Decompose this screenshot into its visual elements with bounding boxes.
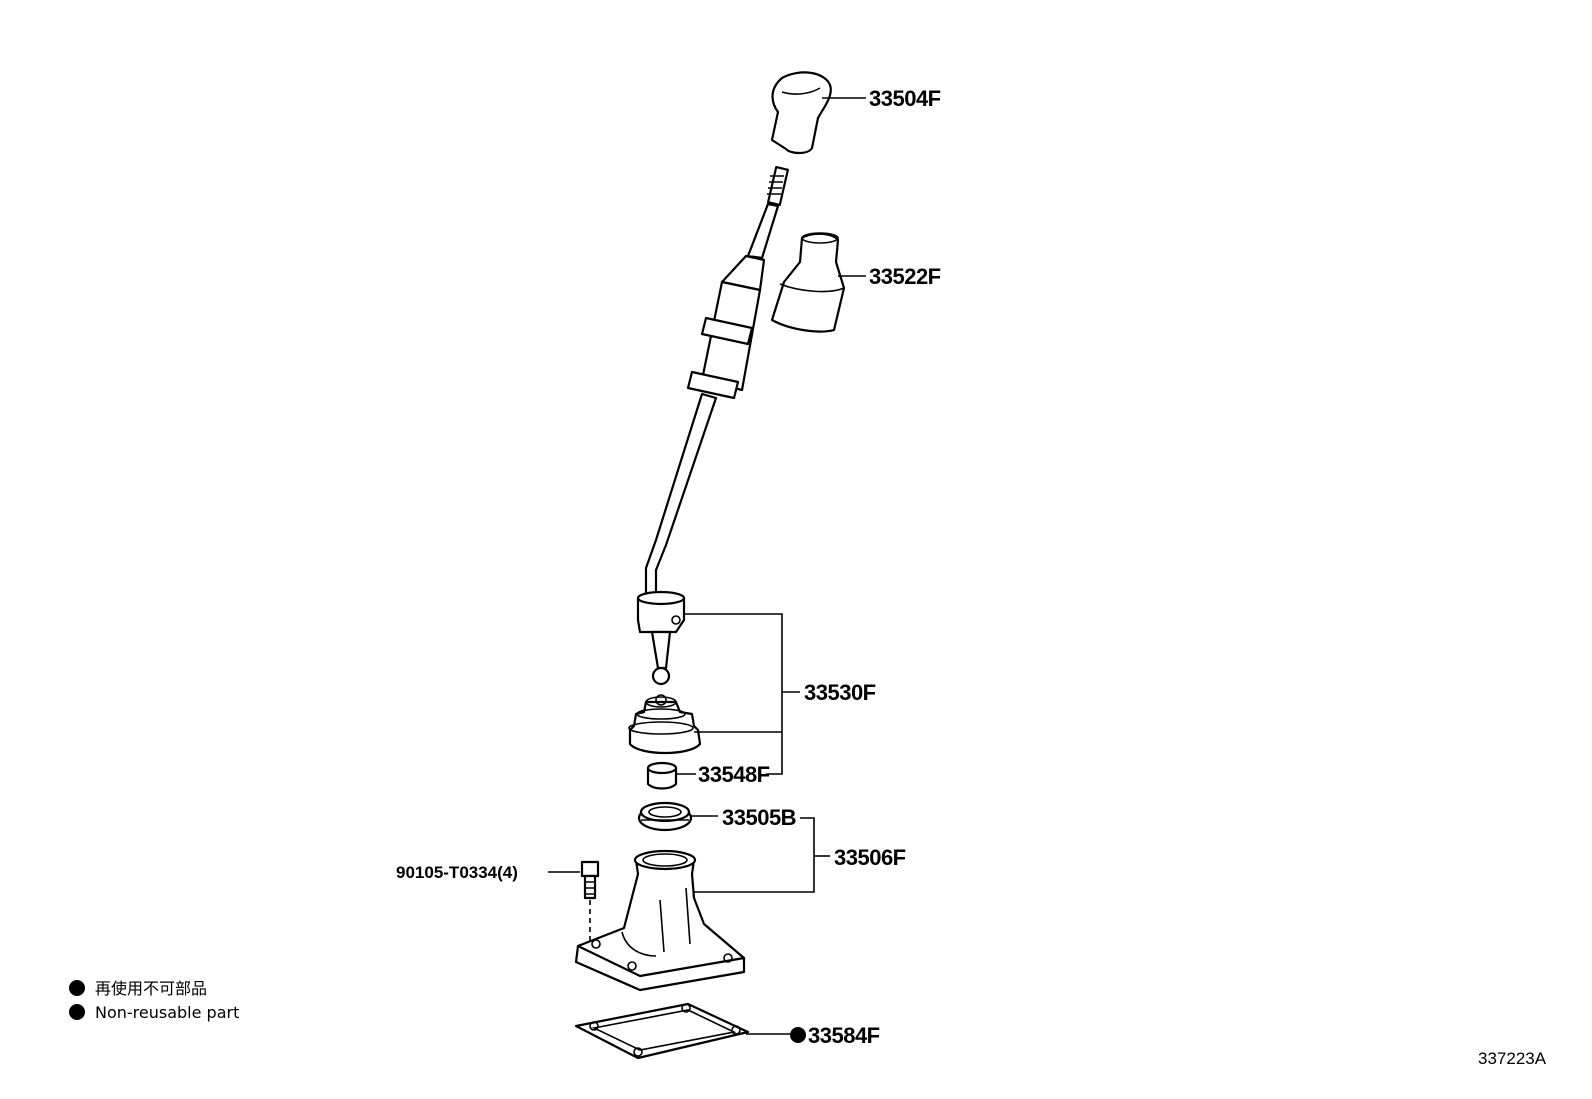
label-90105-T0334: 90105-T0334(4)	[396, 863, 518, 882]
reference-code: 337223A	[1478, 1049, 1547, 1068]
non-reusable-marker	[790, 1027, 806, 1043]
label-33505B: 33505B	[722, 805, 796, 830]
gasket	[574, 1002, 750, 1060]
legend-japanese: 再使用不可部品	[95, 979, 207, 998]
label-33522F: 33522F	[869, 264, 941, 289]
boot	[770, 232, 846, 333]
shift-knob	[770, 71, 832, 155]
label-33548F: 33548F	[698, 762, 770, 787]
label-33530F: 33530F	[804, 680, 876, 705]
housing	[574, 849, 746, 992]
label-33506F: 33506F	[834, 845, 906, 870]
legend-english: Non-reusable part	[95, 1003, 239, 1022]
shift-lever	[636, 166, 789, 686]
legend-bullet-en	[69, 1004, 85, 1020]
bushing	[646, 761, 678, 790]
rubber-boot	[628, 694, 702, 755]
label-33584F: 33584F	[808, 1023, 880, 1048]
legend-bullet-jp	[69, 980, 85, 996]
leader-lines	[548, 97, 866, 1035]
bolt	[580, 860, 600, 944]
seal	[637, 801, 693, 832]
legend: 再使用不可部品 Non-reusable part	[69, 979, 239, 1022]
label-33504F: 33504F	[869, 86, 941, 111]
